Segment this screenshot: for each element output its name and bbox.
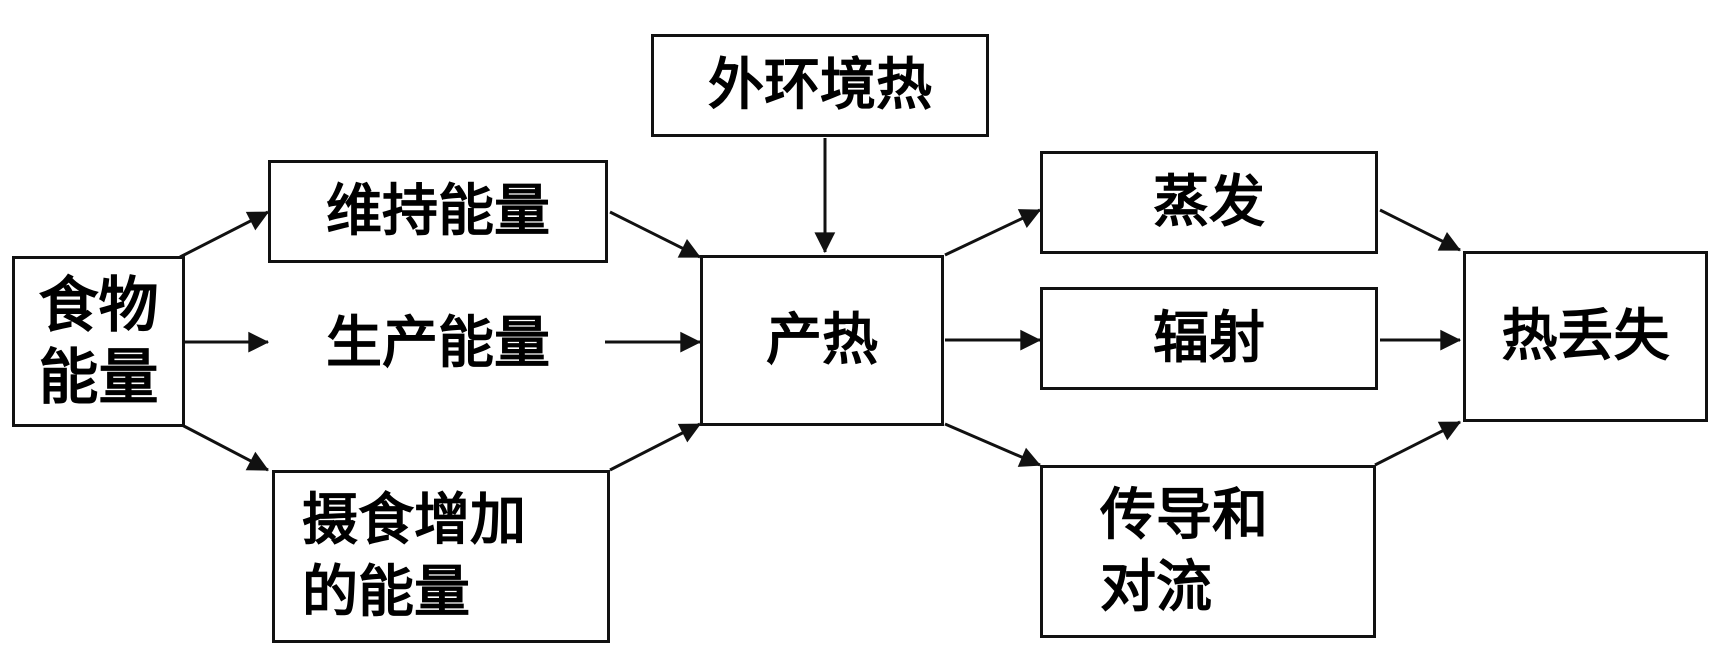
arrow-evaporation-to-loss — [1379, 208, 1461, 252]
arrow-heat-to-conduction — [944, 422, 1041, 467]
food-energy-label: 食物 能量 — [38, 270, 159, 413]
heat-loss-box — [1463, 251, 1708, 422]
external-heat-box — [651, 34, 989, 137]
heat-loss-label: 热丢失 — [1501, 303, 1670, 369]
radiation-label: 辐射 — [1153, 305, 1265, 371]
heat-production-box — [700, 255, 944, 426]
conduction-convection-box — [1040, 465, 1376, 638]
arrow-heat-to-evaporation — [944, 208, 1042, 257]
conduction-convection-label: 传导和 对流 — [1100, 482, 1268, 620]
food-energy-box — [12, 256, 185, 427]
production-energy-label: 生产能量 — [326, 310, 550, 376]
arrow-feeding-to-heat — [609, 422, 702, 472]
arrow-food-to-maintenance — [179, 210, 270, 259]
maintenance-energy-box — [268, 160, 608, 263]
external-heat-label: 外环境热 — [708, 52, 932, 118]
evaporation-box — [1040, 151, 1378, 254]
feeding-energy-label: 摄食增加 的能量 — [302, 487, 526, 625]
heat-production-label: 产热 — [766, 307, 878, 373]
maintenance-energy-label: 维持能量 — [326, 178, 550, 244]
feeding-energy-box — [272, 470, 610, 643]
radiation-box — [1040, 287, 1378, 390]
arrow-conduction-to-loss — [1374, 420, 1462, 467]
arrow-food-to-feeding — [179, 422, 269, 472]
arrow-maintenance-to-heat — [609, 210, 701, 259]
evaporation-label: 蒸发 — [1153, 169, 1265, 235]
